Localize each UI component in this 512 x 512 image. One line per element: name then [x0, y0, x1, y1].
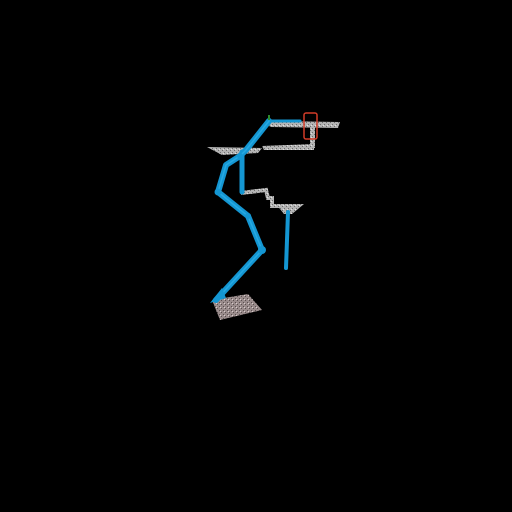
landing-pad [212, 294, 262, 320]
left-ledge [207, 147, 262, 155]
upper-platform [262, 121, 340, 150]
green-accent-dot [268, 115, 270, 120]
stair-ramp [240, 187, 290, 208]
pipe-tube [210, 118, 302, 303]
funnel-cup [276, 204, 304, 214]
red-marker[interactable] [303, 112, 318, 140]
